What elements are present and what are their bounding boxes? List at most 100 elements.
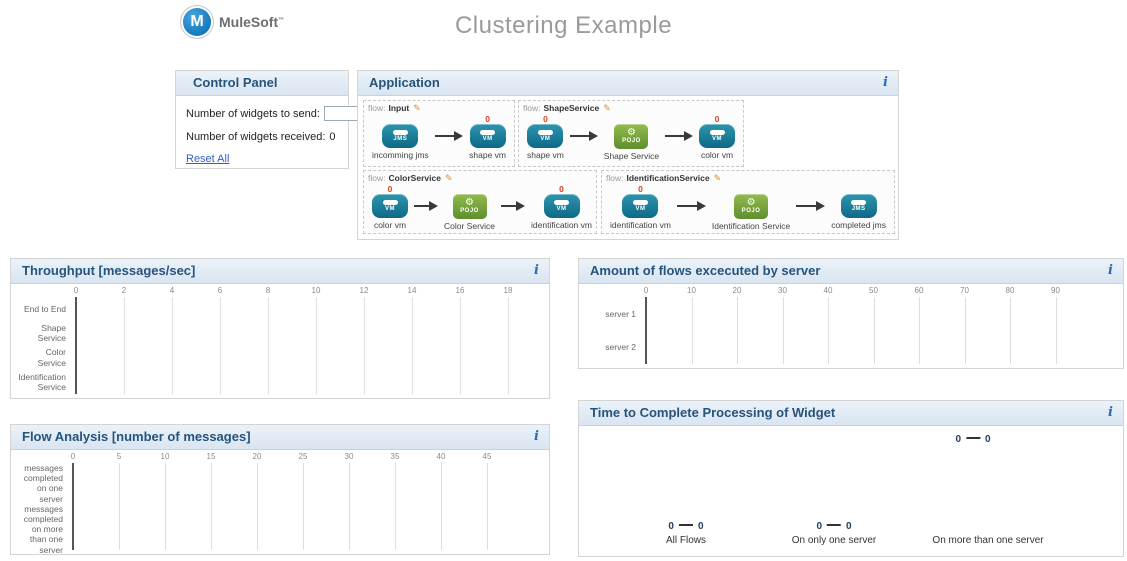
info-icon[interactable]: i (534, 263, 539, 278)
jms-icon[interactable]: JMS (382, 124, 419, 148)
vm-icon[interactable]: VM (527, 124, 564, 148)
info-icon[interactable]: i (883, 75, 888, 90)
gridline (737, 297, 738, 364)
pojo-icon[interactable]: ⚙POJO (734, 194, 769, 219)
vm-icon[interactable]: VM (622, 194, 659, 218)
info-icon[interactable]: i (534, 429, 539, 444)
x-tick-label: 30 (778, 286, 787, 295)
node-label: incomming jms (372, 150, 429, 160)
icon-type-label: POJO (741, 208, 761, 214)
vm-icon[interactable]: VM (372, 194, 408, 218)
throughput-title: Throughput [messages/sec] (22, 263, 196, 278)
x-tick-label: 70 (960, 286, 969, 295)
info-icon[interactable]: i (1108, 263, 1113, 278)
flow-analysis-panel-header: Flow Analysis [number of messages] i (11, 425, 549, 450)
reset-all-link[interactable]: Reset All (186, 153, 230, 165)
icon-type-label: VM (712, 135, 722, 142)
x-tick-label: 8 (265, 286, 271, 295)
x-tick-label: 50 (869, 286, 878, 295)
mulesoft-logo: M MuleSoft™ (183, 8, 284, 36)
x-tick-label: 0 (73, 286, 79, 295)
x-tick-label: 0 (643, 286, 649, 295)
vm-icon[interactable]: VM (469, 124, 506, 148)
endpoint-glyph (480, 129, 496, 135)
flow-prefix: flow: (523, 103, 541, 113)
widgets-to-send-input[interactable] (323, 106, 362, 121)
gridline (165, 463, 166, 550)
x-tick-label: 30 (344, 452, 354, 461)
x-tick-label: 2 (121, 286, 127, 295)
widgets-received-value: 0 (329, 131, 336, 143)
control-panel: Control Panel Number of widgets to send:… (175, 70, 377, 169)
gridline (828, 297, 829, 364)
message-counter: 0 (485, 114, 490, 124)
flow-arrow-icon (434, 131, 464, 141)
pojo-icon[interactable]: ⚙POJO (614, 124, 649, 149)
x-tick-label: 18 (503, 286, 513, 295)
widgets-to-send-label: Number of widgets to send: (186, 107, 320, 120)
icon-type-label: JMS (851, 205, 866, 212)
x-tick-label: 10 (160, 452, 170, 461)
message-counter: 0 (543, 114, 548, 124)
logo-letter: M (190, 13, 204, 30)
gridline (268, 297, 269, 394)
gauge-max: 0 (985, 434, 991, 445)
category-label: messages completed on one server (23, 463, 63, 504)
gridline (487, 463, 488, 550)
gridline (412, 297, 413, 394)
gridline (873, 297, 875, 364)
info-icon[interactable]: i (1108, 405, 1113, 420)
edit-flow-icon[interactable]: ✎ (413, 103, 421, 113)
pojo-icon[interactable]: ⚙POJO (452, 194, 487, 219)
flow-prefix: flow: (368, 173, 386, 183)
x-tick-label: 45 (482, 452, 492, 461)
icon-type-label: VM (540, 135, 551, 142)
edit-flow-icon[interactable]: ✎ (603, 103, 611, 113)
gauge-label: On only one server (791, 535, 877, 546)
vm-icon[interactable]: VM (699, 124, 735, 148)
gauge-dash (966, 437, 980, 440)
gridline (220, 297, 221, 394)
reset-row: Reset All (186, 153, 338, 165)
endpoint-glyph (709, 129, 725, 135)
gauge-min: 0 (955, 434, 961, 445)
widgets-to-send-row: Number of widgets to send: (186, 106, 377, 121)
node-label: color vm (700, 150, 734, 160)
icon-type-label: VM (556, 205, 567, 212)
time-to-complete-title: Time to Complete Processing of Widget (590, 405, 836, 420)
node-label: Identification Service (711, 221, 791, 231)
message-counter: 0 (387, 184, 393, 194)
x-tick-label: 6 (217, 286, 223, 295)
gridline (211, 463, 212, 550)
gridline (172, 297, 173, 394)
x-tick-label: 40 (436, 452, 446, 461)
gridline (395, 463, 396, 550)
gauge-min: 0 (668, 521, 674, 532)
gauge-label: On more than one server (932, 535, 1044, 546)
vm-icon[interactable]: VM (543, 194, 580, 218)
x-tick-label: 14 (407, 286, 417, 295)
gauge-dash (678, 524, 693, 527)
time-to-complete-panel: Time to Complete Processing of Widget i … (578, 400, 1124, 557)
x-tick-label: 80 (1005, 286, 1015, 295)
node-label: shape vm (469, 150, 506, 160)
node-label: identification vm (610, 220, 671, 230)
edit-flow-icon[interactable]: ✎ (444, 173, 453, 183)
jms-icon[interactable]: JMS (840, 194, 877, 218)
flow-prefix: flow: (368, 103, 386, 113)
edit-flow-icon[interactable]: ✎ (713, 173, 722, 183)
node-label: shape vm (527, 150, 564, 160)
